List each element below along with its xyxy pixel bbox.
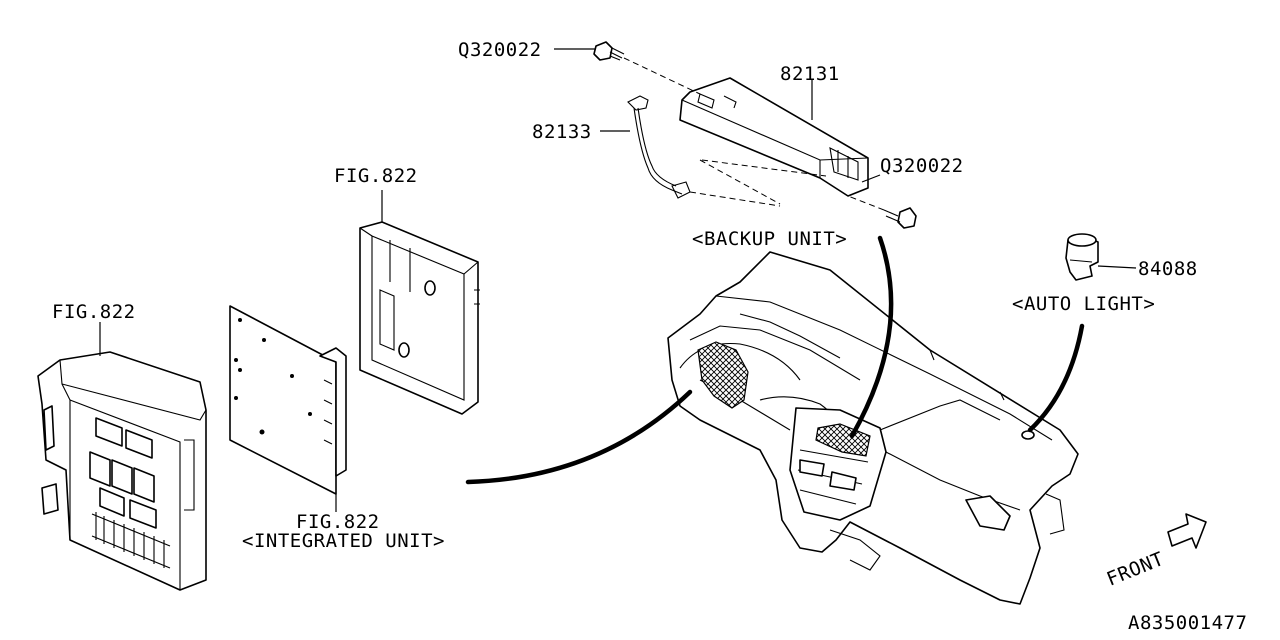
leader-84088 <box>1097 265 1137 269</box>
part-number-q320022-right: Q320022 <box>880 155 964 177</box>
integrated-unit-board[interactable] <box>229 305 347 495</box>
integrated-unit-mount-area <box>697 341 749 409</box>
ecu-housing[interactable] <box>359 221 480 415</box>
fig-reference-ecu: FIG.822 <box>334 165 418 187</box>
backup-unit-label: <BACKUP UNIT> <box>692 228 847 250</box>
fig-reference-integrated-unit: FIG.822 <box>296 511 380 533</box>
backup-unit-harness[interactable] <box>627 95 827 207</box>
backup-unit-screw-right[interactable] <box>847 195 917 229</box>
part-number-82133: 82133 <box>532 121 592 143</box>
part-number-84088: 84088 <box>1138 258 1198 280</box>
backup-unit-screw-top[interactable] <box>593 41 701 95</box>
part-number-82131: 82131 <box>780 63 840 85</box>
integrated-unit-label: <INTEGRATED UNIT> <box>242 530 445 552</box>
instrument-panel[interactable] <box>667 251 1079 605</box>
auto-light-callout-line <box>1027 323 1085 433</box>
front-direction-label: FRONT <box>1104 548 1168 591</box>
auto-light-sensor[interactable] <box>1065 233 1099 281</box>
backup-unit-module[interactable] <box>679 77 869 197</box>
front-direction-arrow-icon <box>1167 513 1207 549</box>
fig-reference-fuse-box: FIG.822 <box>52 301 136 323</box>
auto-light-label: <AUTO LIGHT> <box>1012 293 1155 315</box>
backup-unit-callout-line <box>849 235 894 439</box>
part-number-q320022-top: Q320022 <box>458 39 542 61</box>
diagram-id: A835001477 <box>1128 612 1247 634</box>
auto-light-mount-hole <box>1021 430 1035 440</box>
fuse-relay-box[interactable] <box>37 351 207 591</box>
leader-q-right <box>861 174 881 183</box>
integrated-unit-callout-line <box>465 389 693 485</box>
